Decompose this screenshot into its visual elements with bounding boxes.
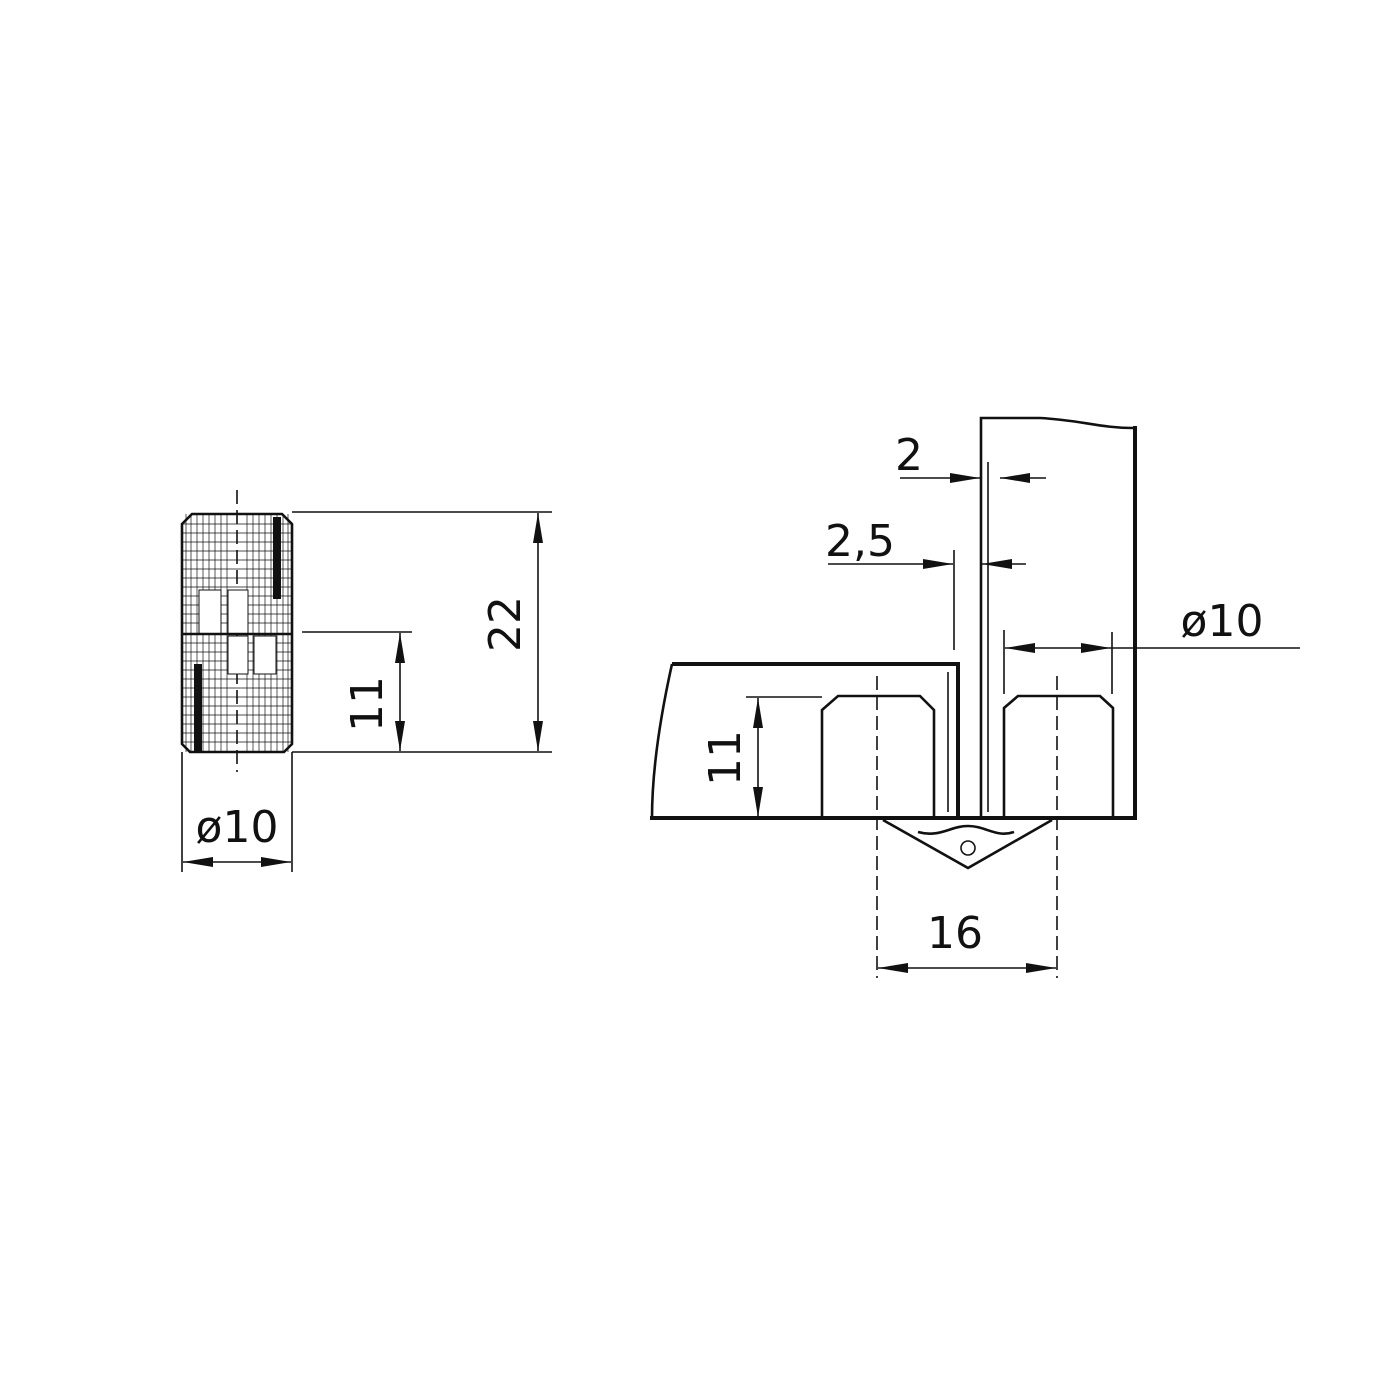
dim-11-label: 11 <box>342 676 393 732</box>
bore-left <box>820 694 936 818</box>
connector-pivot-hole <box>960 840 976 856</box>
horizontal-panel-break <box>650 663 674 819</box>
left-view-dimensions: 22 11 ø10 <box>181 511 552 872</box>
horizontal-panel <box>672 662 960 818</box>
dim-dia10-right-label: ø10 <box>1181 596 1264 647</box>
dowel-inner-slots <box>198 589 277 675</box>
dowel-dark-bar-top <box>273 517 281 599</box>
connector-hinge <box>882 818 1053 870</box>
dowel-dark-bar-bottom <box>194 664 202 752</box>
dim-2-label: 2 <box>895 430 923 481</box>
left-view-dowel <box>180 490 294 772</box>
right-view-assembly <box>650 416 1137 978</box>
vertical-panel <box>979 416 1134 818</box>
dim-11-right-label: 11 <box>700 730 751 786</box>
dim-16-label: 16 <box>927 908 983 959</box>
dim-22-label: 22 <box>480 596 531 652</box>
dim-2-5-label: 2,5 <box>825 516 895 567</box>
bore-right <box>1002 694 1115 818</box>
connector-hinge-inner <box>917 824 1015 835</box>
dowel-outline <box>180 512 294 754</box>
right-view-dimensions: 2 2,5 ø10 11 16 <box>700 430 1300 973</box>
dim-dia10-left-label: ø10 <box>196 802 279 853</box>
